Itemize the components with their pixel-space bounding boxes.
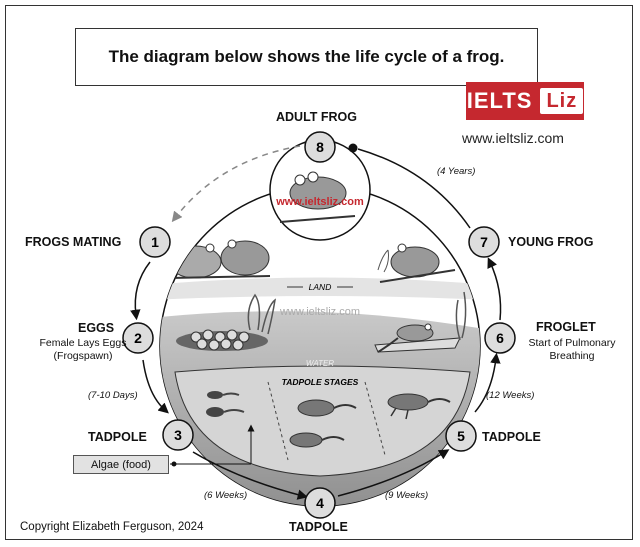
tadpole-stage-3 <box>387 393 451 420</box>
stage-4-label: TADPOLE <box>289 520 348 534</box>
stage-1-label: FROGS MATING <box>25 235 122 249</box>
stage-3-number: 3 <box>174 427 182 443</box>
stage-8-number: 8 <box>316 139 324 155</box>
arrow-eggs-to-tadpole <box>142 359 169 414</box>
watermark-center: www.ieltsliz.com <box>279 306 360 318</box>
tadpole-stages-label: TADPOLE STAGES <box>282 377 359 387</box>
stage-4-number: 4 <box>316 495 324 511</box>
stage-6-note: Start of Pulmonary Breathing <box>528 337 616 362</box>
arrow-tadpole5-to-froglet <box>474 352 501 413</box>
copyright-notice: Copyright Elizabeth Ferguson, 2024 <box>20 521 204 533</box>
arrow-tadpole3-to-tadpole4 <box>192 451 309 500</box>
young-frog-illustration <box>377 243 456 283</box>
land-strip <box>160 277 480 300</box>
stage-3-marker: 3 <box>162 419 194 451</box>
watermark-top: www.ieltsliz.com <box>275 196 364 208</box>
stage-8-marker: 8 <box>304 131 336 163</box>
stage-2-label: EGGS <box>78 321 115 335</box>
algae-food-label: Algae (food) <box>73 455 169 474</box>
arrow-young-to-adult <box>357 148 471 229</box>
stage-5-number: 5 <box>457 428 465 444</box>
stage-2-note: Female Lays Eggs (Frogspawn) <box>39 337 127 362</box>
stage-5-label: TADPOLE <box>482 430 541 444</box>
stage-1-number: 1 <box>151 234 159 250</box>
frogspawn-eggs <box>176 329 268 351</box>
diagram-title: The diagram below shows the life cycle o… <box>75 28 538 86</box>
stage-6-label: FROGLET <box>536 320 596 334</box>
duration-tadpole-to-froglet: (12 Weeks) <box>486 390 535 401</box>
diagram-frame <box>5 5 633 540</box>
arrow-tadpole4-to-tadpole5 <box>337 449 450 497</box>
arrow-froglet-to-young <box>487 257 502 321</box>
stage-7-marker: 7 <box>468 226 500 258</box>
tadpole-stages-bowl <box>174 365 471 477</box>
stage-7-number: 7 <box>480 234 488 250</box>
water-plant <box>247 293 277 335</box>
stage-6-number: 6 <box>496 330 504 346</box>
arrow-mating-to-eggs <box>130 261 151 321</box>
stage-1-marker: 1 <box>139 226 171 258</box>
stage-2-number: 2 <box>134 330 142 346</box>
stage-5-marker: 5 <box>445 420 477 452</box>
stage-3-label: TADPOLE <box>88 430 147 444</box>
duration-tadpole3-to-tadpole4: (6 Weeks) <box>204 490 248 501</box>
duration-young-to-adult: (4 Years) <box>437 166 476 177</box>
stage-8-label: ADULT FROG <box>276 110 358 124</box>
duration-eggs-to-tadpole: (7-10 Days) <box>88 390 138 401</box>
froglet-illustration <box>374 291 467 353</box>
stage-6-marker: 6 <box>484 322 516 354</box>
brand-logo: IELTS Liz <box>466 82 584 120</box>
brand-website: www.ieltsliz.com <box>462 130 564 146</box>
brand-name: IELTS <box>466 88 533 113</box>
adult-frog-illustration <box>279 171 356 223</box>
duration-tadpole4-to-tadpole5: (9 Weeks) <box>385 490 429 501</box>
land-label: LAND <box>309 282 332 292</box>
stage-2-marker: 2 <box>122 322 154 354</box>
tadpole-stage-1 <box>206 391 245 417</box>
water-label: WATER <box>306 359 334 368</box>
tadpole-stage-2 <box>289 399 357 448</box>
stage-7-label: YOUNG FROG <box>508 235 594 249</box>
arrow-young-to-adult-end <box>348 143 358 153</box>
brand-name-box: Liz <box>540 88 584 114</box>
stage-4-marker: 4 <box>304 487 336 519</box>
